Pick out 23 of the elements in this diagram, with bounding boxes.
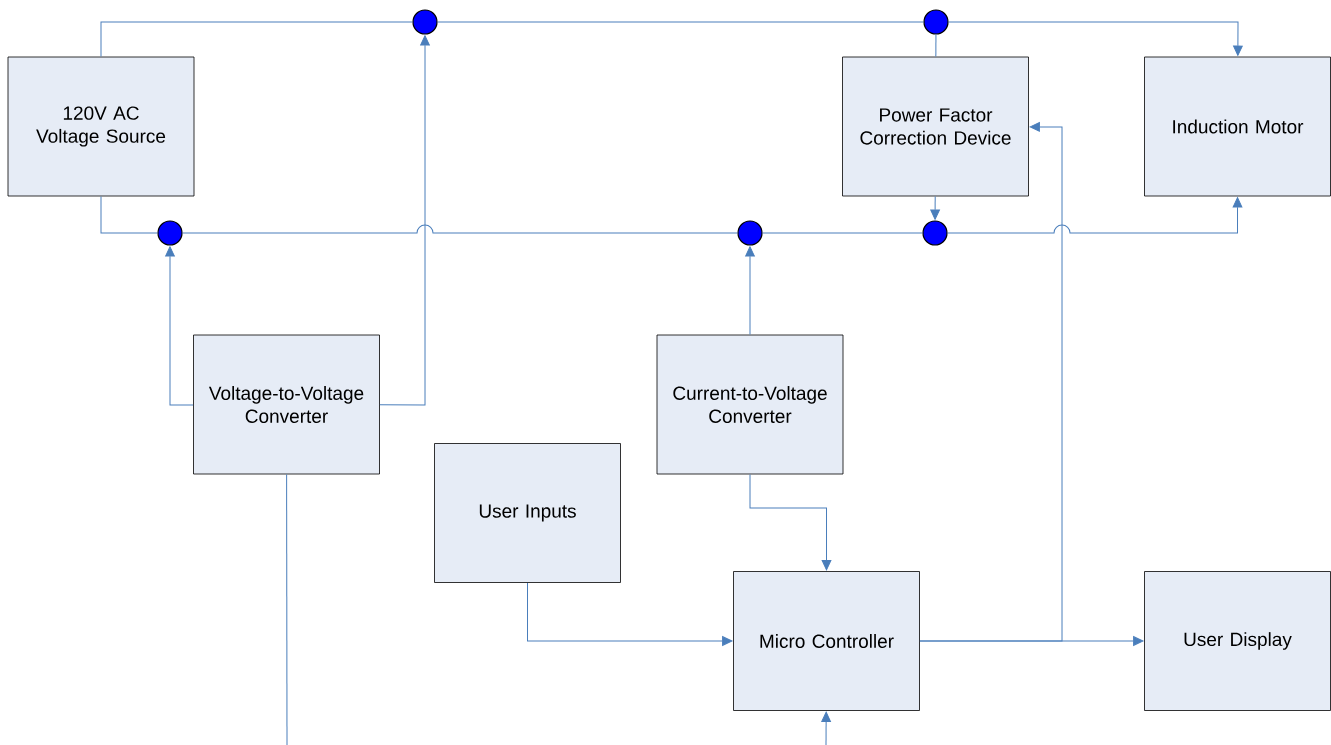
junction-dot: [737, 220, 763, 246]
arrow: [379, 35, 430, 406]
arrow: [919, 122, 1063, 642]
arrow: [821, 711, 831, 745]
junction-dot: [923, 9, 949, 35]
block-box: Induction Motor: [1144, 56, 1331, 197]
block-box: Power Factor Correction Device: [842, 56, 1029, 197]
arrow: [930, 195, 940, 220]
block-box: 120V AC Voltage Source: [7, 56, 195, 197]
arrow: [947, 197, 1243, 234]
arrow: [948, 21, 1243, 56]
junction-dot: [922, 220, 948, 246]
arrow: [749, 473, 832, 571]
junction-dot: [157, 220, 183, 246]
block-box: Voltage-to-Voltage Converter: [193, 334, 380, 475]
block-box: User Display: [1144, 571, 1331, 711]
block-box: User Inputs: [434, 443, 621, 583]
junction-dot: [412, 9, 438, 35]
block-box: Micro Controller: [733, 571, 920, 711]
arrow: [165, 246, 194, 406]
block-box: Current-to-Voltage Converter: [656, 334, 844, 475]
arrow: [745, 246, 755, 336]
arrow: [527, 582, 733, 646]
